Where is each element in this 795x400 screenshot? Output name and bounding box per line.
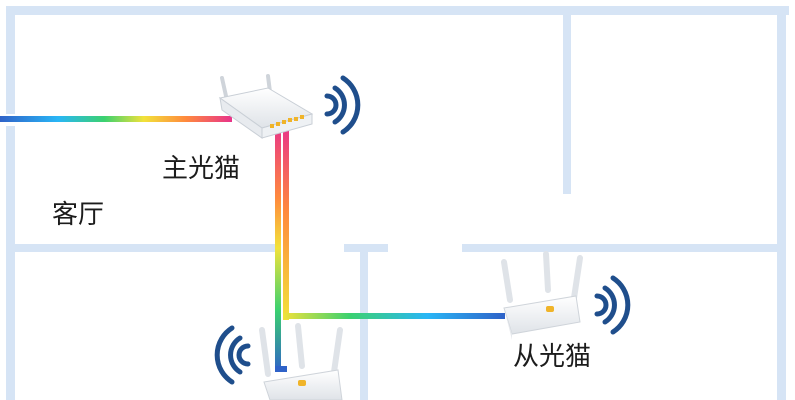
cable-incoming	[0, 116, 232, 122]
cable-bottom-elbow	[275, 366, 287, 372]
wall-top	[6, 6, 789, 15]
wall-middle-right	[462, 244, 782, 252]
wall-left-lower	[6, 126, 15, 400]
wifi-signal-icon	[594, 275, 631, 335]
cable-down-to-branch	[283, 124, 289, 320]
cable-to-bottom-router	[275, 124, 281, 372]
wifi-signal-icon	[324, 75, 361, 135]
walls	[6, 6, 789, 400]
wall-upper-right-partition	[563, 12, 571, 194]
router-icon	[501, 251, 583, 340]
router-icon	[218, 74, 314, 139]
network-cables	[0, 116, 505, 372]
router-icon	[259, 323, 343, 400]
room-label: 客厅	[52, 200, 105, 230]
wall-lower-partition	[360, 244, 368, 400]
secondary-router-label: 从光猫	[513, 342, 592, 372]
main-router-label: 主光猫	[162, 154, 241, 184]
wall-middle-left	[12, 244, 280, 252]
wifi-signal-icon	[214, 325, 251, 385]
wall-right	[777, 6, 786, 400]
wall-left-upper	[6, 6, 15, 114]
cable-to-secondary-router	[283, 313, 505, 319]
